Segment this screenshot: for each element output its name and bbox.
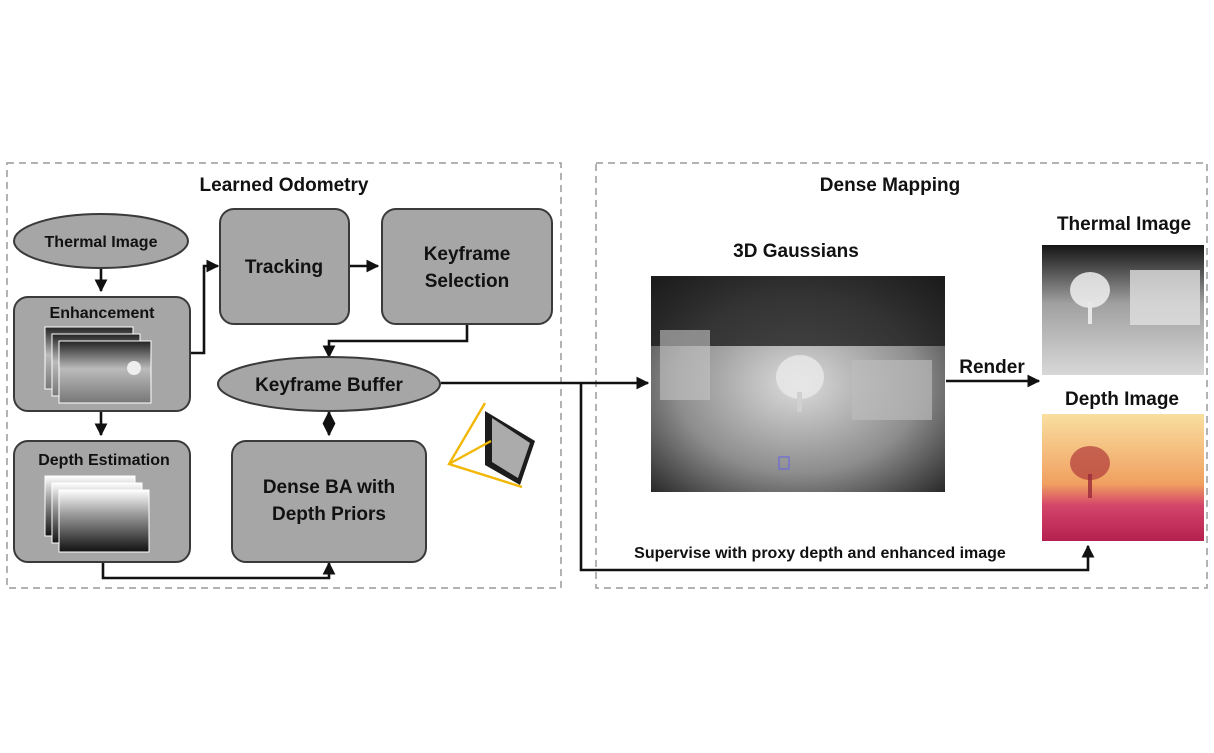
tracking-node xyxy=(219,208,350,325)
dense-ba-label-line2: Depth Priors xyxy=(272,504,386,525)
keyframe-selection-label-line1: Keyframe xyxy=(424,244,511,265)
thermal-output-image xyxy=(1042,245,1204,375)
mapping-title: Dense Mapping xyxy=(820,175,960,196)
depth-output-title: Depth Image xyxy=(1065,389,1179,410)
depth-image-stack xyxy=(44,475,150,553)
edge-enhancement-to-tracking xyxy=(190,259,220,355)
supervise-label: Supervise with proxy depth and enhanced … xyxy=(634,545,1006,562)
mapping-frame xyxy=(595,162,1208,589)
keyframe-buffer-label: Keyframe Buffer xyxy=(255,375,403,396)
keyframe-selection-node xyxy=(381,208,553,325)
enhancement-image-stack xyxy=(44,326,152,404)
keyframe-selection-label-line2: Selection xyxy=(425,271,509,292)
depth-estimation-label: Depth Estimation xyxy=(38,452,170,469)
dense-ba-label-line1: Dense BA with xyxy=(263,477,395,498)
thermal-image-label: Thermal Image xyxy=(45,234,158,251)
tracking-label: Tracking xyxy=(245,257,323,278)
thermal-image-node xyxy=(13,213,189,269)
gaussians-render-image xyxy=(651,276,945,492)
enhancement-label: Enhancement xyxy=(50,305,156,322)
render-label: Render xyxy=(959,357,1025,378)
odometry-title: Learned Odometry xyxy=(200,175,369,196)
dense-ba-node xyxy=(231,440,427,563)
thermal-output-title: Thermal Image xyxy=(1057,214,1191,235)
edge-supervise xyxy=(579,383,1095,572)
keyframe-buffer-node xyxy=(217,356,441,412)
gaussians-title: 3D Gaussians xyxy=(733,241,859,262)
odometry-frame xyxy=(6,162,562,589)
depth-output-image xyxy=(1042,414,1204,541)
camera-frustum-icon xyxy=(447,402,535,489)
edge-depth-to-ba xyxy=(101,561,336,580)
edge-keyframe-to-buffer xyxy=(322,325,469,359)
